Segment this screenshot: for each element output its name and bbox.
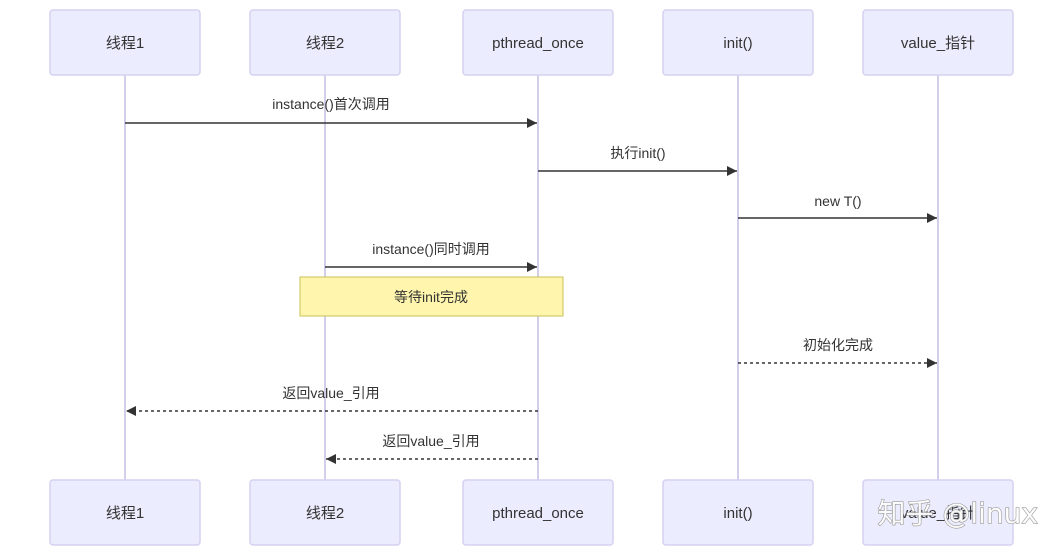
message-label: 返回value_引用 (382, 433, 479, 449)
participant-label: value_指针 (901, 505, 975, 522)
message-return-thread2: 返回value_引用 (326, 433, 538, 464)
message-concurrent-call: instance()同时调用 (325, 241, 537, 272)
note-box (299, 276, 564, 317)
message-label: 返回value_引用 (282, 385, 379, 401)
participant-top-thread2: 线程2 (249, 9, 401, 76)
participant-label: 线程2 (306, 35, 344, 52)
message-label: new T() (814, 193, 861, 209)
participant-bottom-value-pointer: value_指针 (862, 479, 1014, 546)
message-new-t: new T() (738, 193, 937, 223)
participant-label: value_指针 (901, 35, 975, 52)
participant-top-pthread-once: pthread_once (462, 9, 614, 76)
participant-top-value-pointer: value_指针 (862, 9, 1014, 76)
watermark: 知乎 @linux (877, 497, 1038, 530)
participant-label: 线程1 (106, 35, 144, 52)
message-init-done: 初始化完成 (738, 337, 937, 368)
participant-bottom-thread1: 线程1 (49, 479, 201, 546)
note-wait-init: 等待init完成 (299, 276, 564, 317)
message-label: 初始化完成 (803, 337, 873, 353)
participant-label: init() (723, 505, 752, 522)
message-label: instance()同时调用 (372, 241, 489, 257)
participant-bottom-init: init() (662, 479, 814, 546)
message-label: instance()首次调用 (272, 96, 389, 112)
message-label: 执行init() (610, 145, 665, 161)
participant-bottom-pthread-once: pthread_once (462, 479, 614, 546)
participant-top-init: init() (662, 9, 814, 76)
participant-label: init() (723, 35, 752, 52)
message-first-call: instance()首次调用 (125, 96, 537, 128)
participant-top-thread1: 线程1 (49, 9, 201, 76)
participant-bottom-thread2: 线程2 (249, 479, 401, 546)
participant-label: 线程1 (106, 505, 144, 522)
participant-label: 线程2 (306, 505, 344, 522)
participant-label: pthread_once (492, 505, 584, 522)
participant-label: pthread_once (492, 35, 584, 52)
message-run-init: 执行init() (538, 145, 737, 176)
note-label: 等待init完成 (394, 289, 468, 305)
message-return-thread1: 返回value_引用 (126, 385, 538, 416)
